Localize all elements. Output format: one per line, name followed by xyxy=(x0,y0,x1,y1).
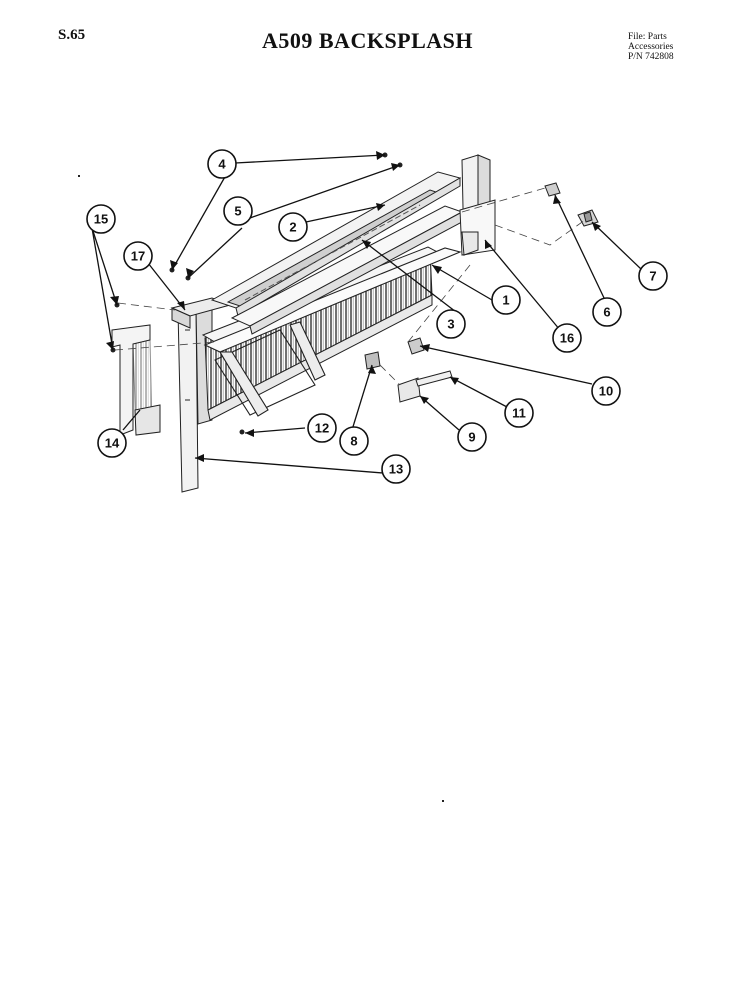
stray-mark xyxy=(442,800,444,802)
callout-number: 13 xyxy=(389,462,403,477)
callout-number: 5 xyxy=(234,204,241,219)
callout-circle xyxy=(307,413,337,443)
callout-circle xyxy=(552,323,582,353)
callout-15: 15 xyxy=(86,204,116,234)
file-info-line: Accessories xyxy=(628,42,674,52)
callout-circle xyxy=(97,428,127,458)
callout-number: 6 xyxy=(603,305,610,320)
callout-number: 16 xyxy=(560,331,574,346)
callout-5: 5 xyxy=(223,196,253,226)
leader-lines xyxy=(91,154,643,474)
clip-part xyxy=(544,182,599,227)
callout-circle xyxy=(436,309,466,339)
callout-number: 3 xyxy=(447,317,454,332)
callout-circle xyxy=(207,149,237,179)
callout-16: 16 xyxy=(552,323,582,353)
callout-number: 9 xyxy=(468,430,475,445)
callout-1: 1 xyxy=(491,285,521,315)
callout-number: 4 xyxy=(218,157,226,172)
callout-circle xyxy=(223,196,253,226)
callout-circle xyxy=(504,398,534,428)
callout-7: 7 xyxy=(638,261,668,291)
switch-assembly xyxy=(364,351,453,403)
callout-number: 8 xyxy=(350,434,357,449)
callout-14: 14 xyxy=(97,428,127,458)
callout-circle xyxy=(592,297,622,327)
right-post xyxy=(459,154,496,256)
callout-circle xyxy=(278,212,308,242)
top-rail xyxy=(210,171,462,317)
callout-circle xyxy=(591,376,621,406)
arrowheads xyxy=(106,151,601,462)
callout-4: 4 xyxy=(207,149,237,179)
callout-circle xyxy=(638,261,668,291)
callout-11: 11 xyxy=(504,398,534,428)
callout-circle xyxy=(381,454,411,484)
callout-number: 17 xyxy=(131,249,145,264)
callout-12: 12 xyxy=(307,413,337,443)
callout-number: 2 xyxy=(289,220,296,235)
callout-9: 9 xyxy=(457,422,487,452)
callout-number: 10 xyxy=(599,384,613,399)
page-number: S.65 xyxy=(58,27,86,43)
callout-number: 14 xyxy=(105,436,120,451)
callout-circle xyxy=(86,204,116,234)
stray-mark xyxy=(78,175,80,177)
callout-8: 8 xyxy=(339,426,369,456)
assembly-lines xyxy=(114,187,586,386)
file-info: File: Parts Accessories P/N 742808 xyxy=(628,32,674,62)
page-title: A509 BACKSPLASH xyxy=(262,28,474,53)
callout-2: 2 xyxy=(278,212,308,242)
callout-circle xyxy=(457,422,487,452)
callout-number: 7 xyxy=(649,269,656,284)
callout-6: 6 xyxy=(592,297,622,327)
file-info-line: P/N 742808 xyxy=(628,52,674,62)
callout-circle xyxy=(123,241,153,271)
callout-3: 3 xyxy=(436,309,466,339)
callout-number: 12 xyxy=(315,421,329,436)
callout-number: 1 xyxy=(502,293,509,308)
callout-circle xyxy=(491,285,521,315)
front-frame xyxy=(203,247,462,417)
bottom-bracket xyxy=(407,337,425,355)
file-info-line: File: Parts xyxy=(628,32,667,42)
callout-13: 13 xyxy=(381,454,411,484)
left-mounting-bracket xyxy=(111,324,161,436)
callout-10: 10 xyxy=(591,376,621,406)
callout-circle xyxy=(339,426,369,456)
callout-number: 15 xyxy=(94,212,108,227)
callout-17: 17 xyxy=(123,241,153,271)
callout-number: 11 xyxy=(512,406,526,421)
